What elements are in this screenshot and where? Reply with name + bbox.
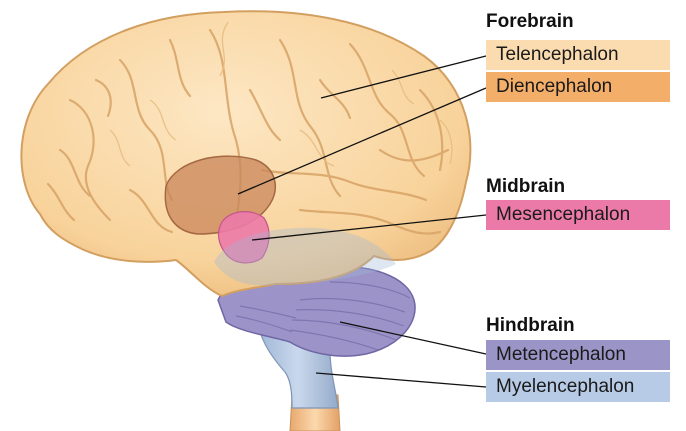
leader-myelencephalon [316,373,486,387]
forebrain-heading: Forebrain [486,12,574,32]
telencephalon-label: Telencephalon [486,40,670,70]
diencephalon-label: Diencephalon [486,72,670,102]
metencephalon-label: Metencephalon [486,340,670,370]
hindbrain-heading: Hindbrain [486,316,575,336]
myelencephalon-label: Myelencephalon [486,372,670,402]
midbrain-heading: Midbrain [486,177,565,197]
mesencephalon-label: Mesencephalon [486,200,670,230]
